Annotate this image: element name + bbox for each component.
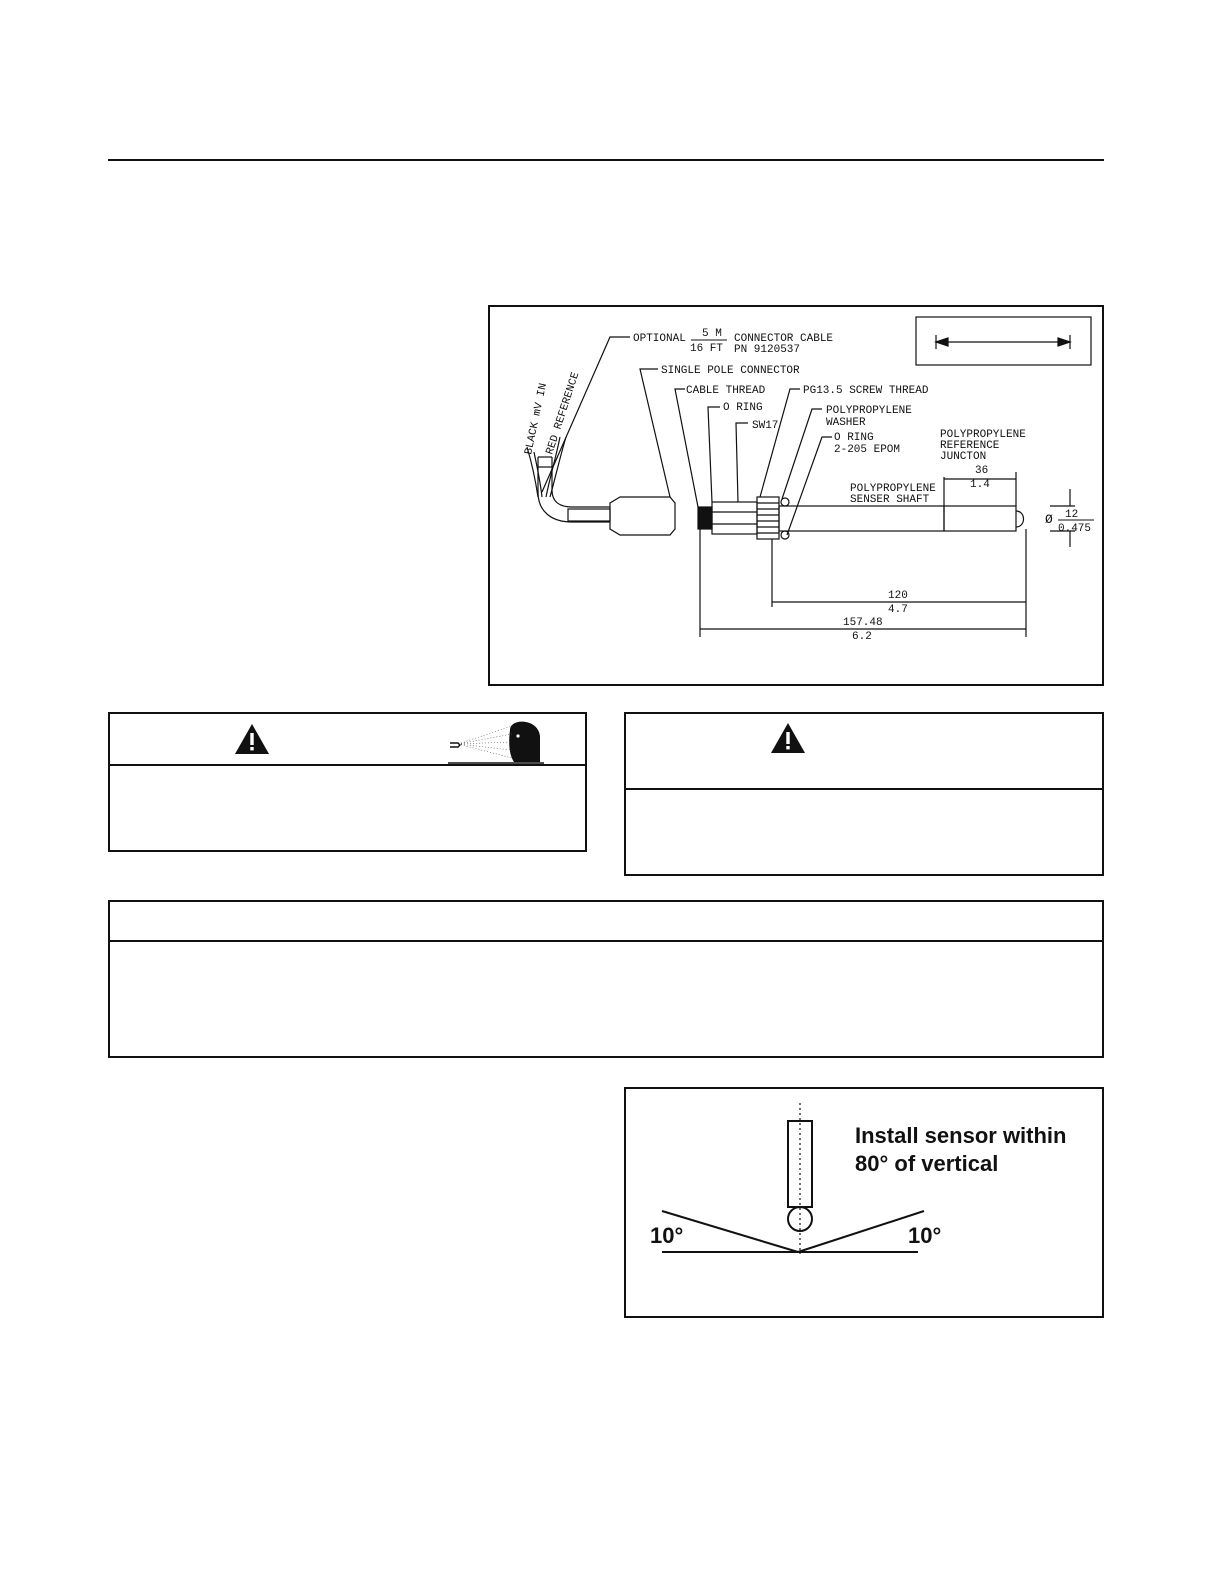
callout-ref-line2: REFERENCE <box>940 440 1000 452</box>
callout-single-pole-connector: SINGLE POLE CONNECTOR <box>661 365 800 377</box>
header-rule <box>108 159 1104 161</box>
face-spray-shield-icon <box>448 721 544 764</box>
dim-diameter-symbol: Ø <box>1045 512 1053 527</box>
angle-label-left: 10° <box>650 1223 684 1248</box>
angle-label-right: 10° <box>908 1223 942 1248</box>
dim-diameter-mm: 12 <box>1065 509 1078 521</box>
warning-box-right <box>624 712 1104 876</box>
sensor-drawing-panel: OPTIONAL 5 M 16 FT CONNECTOR CABLE PN 91… <box>488 305 1104 686</box>
dim-total-in: 6.2 <box>852 631 872 643</box>
callout-cable-length-bottom: 16 FT <box>690 343 723 355</box>
install-instruction-line2: 80° of vertical <box>855 1151 999 1176</box>
warning-triangle-icon <box>771 723 805 753</box>
callout-cable-thread: CABLE THREAD <box>686 385 766 397</box>
callout-sw17: SW17 <box>752 420 778 432</box>
callout-o-ring: O RING <box>723 402 763 414</box>
callout-part-number: PN 9120537 <box>734 344 800 356</box>
callout-cable-length-top: 5 M <box>702 328 722 340</box>
dim-ref-in: 1.4 <box>970 479 990 491</box>
callout-washer-line1: POLYPROPYLENE <box>826 405 912 417</box>
callout-connector-cable: CONNECTOR CABLE <box>734 333 833 345</box>
sensor-drawing: OPTIONAL 5 M 16 FT CONNECTOR CABLE PN 91… <box>523 316 1094 643</box>
install-angle-diagram <box>661 1103 925 1254</box>
dim-diameter-in: 0.475 <box>1058 523 1091 535</box>
warning-box-right-header <box>626 714 1102 790</box>
callout-shaft-line1: POLYPROPYLENE <box>850 483 936 495</box>
dim-total-mm: 157.48 <box>843 617 883 629</box>
callout-ref-line3: JUNCTON <box>940 451 986 463</box>
warning-box-left <box>108 712 587 852</box>
callout-o-ring2-line1: O RING <box>834 432 874 444</box>
callout-optional: OPTIONAL <box>633 333 686 345</box>
install-angle-panel: Install sensor within 80° of vertical 10… <box>624 1087 1104 1318</box>
note-box <box>108 900 1104 1058</box>
note-box-header <box>110 902 1102 942</box>
callout-ref-line1: POLYPROPYLENE <box>940 429 1026 441</box>
callout-o-ring2-line2: 2-205 EPOM <box>834 444 900 456</box>
callout-shaft-line2: SENSER SHAFT <box>850 494 930 506</box>
install-instruction-line1: Install sensor within <box>855 1123 1067 1148</box>
warning-box-left-header <box>110 714 585 766</box>
dim-ref-mm: 36 <box>975 465 988 477</box>
dim-shaft-in: 4.7 <box>888 604 908 616</box>
dim-shaft-mm: 120 <box>888 590 908 602</box>
callout-washer-line2: WASHER <box>826 417 866 429</box>
warning-triangle-icon <box>235 724 269 754</box>
install-instruction: Install sensor within 80° of vertical <box>855 1122 1066 1178</box>
callout-pg-thread: PG13.5 SCREW THREAD <box>803 385 929 397</box>
